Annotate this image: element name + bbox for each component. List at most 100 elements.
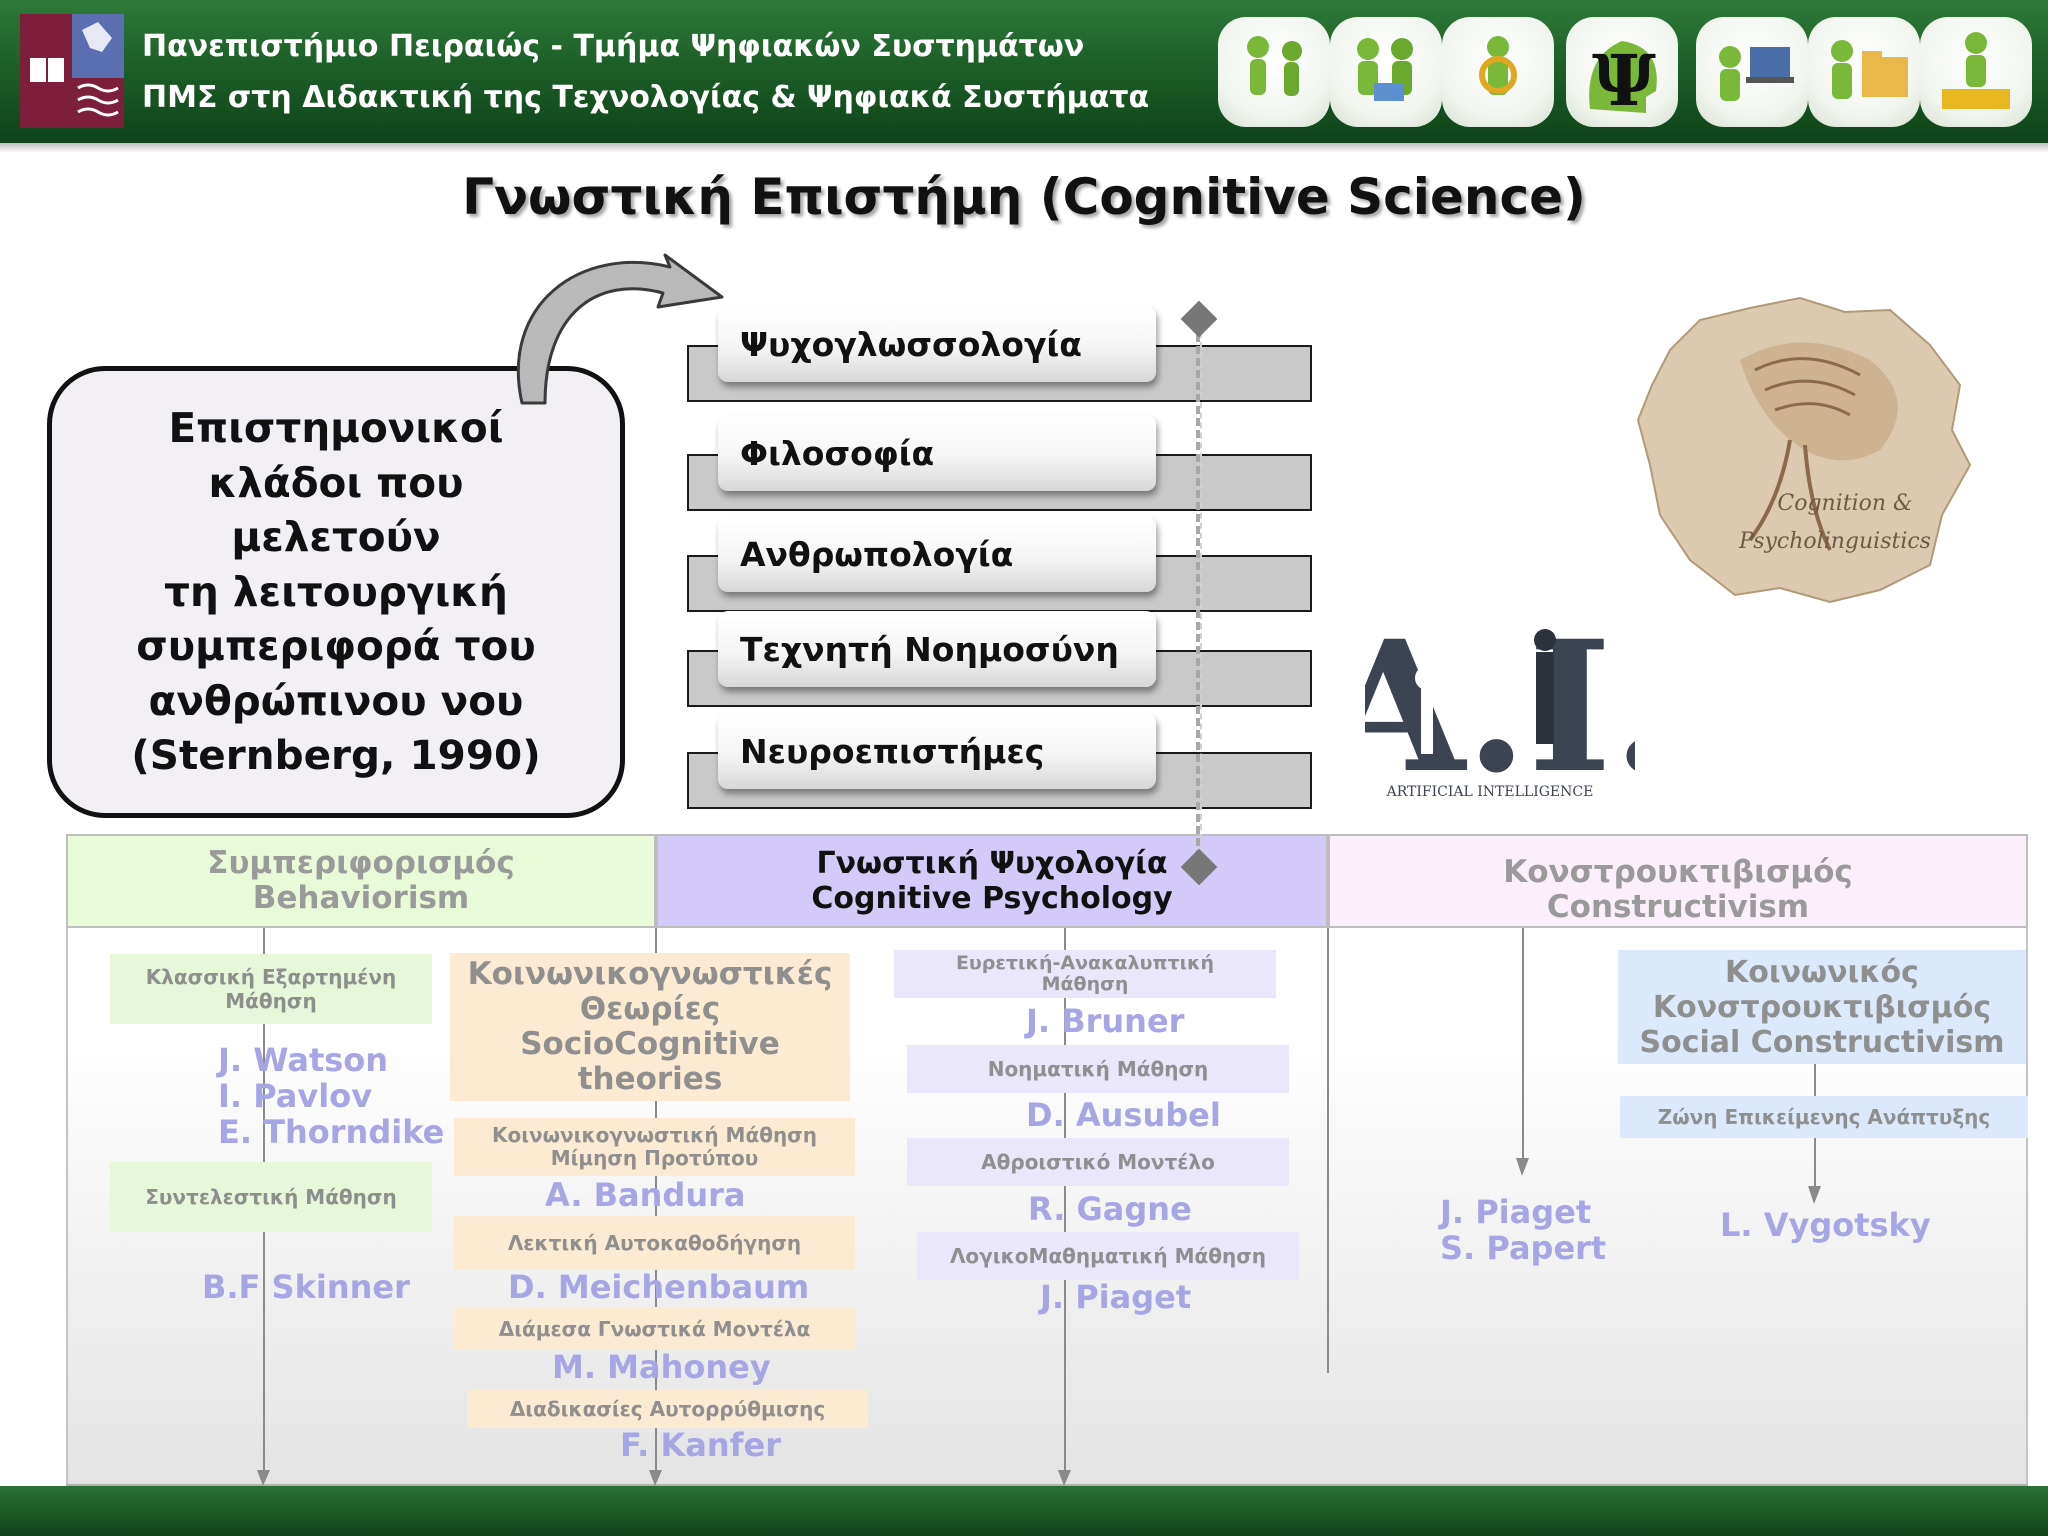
name-item: R. Gagne <box>1028 1190 1192 1228</box>
name-item: E. Thorndike <box>218 1113 445 1151</box>
slide-title: Γνωστική Επιστήμη (Cognitive Science) <box>462 168 1586 226</box>
name-item: S. Papert <box>1440 1229 1607 1267</box>
dashed-connector <box>1196 322 1202 870</box>
callout-line: (Sternberg, 1990) <box>131 731 541 780</box>
sociocognitive-theories-box: Κοινωνικογνωστικές Θεωρίες SocioCognitiv… <box>450 953 850 1101</box>
callout-line: κλάδοι που <box>208 458 464 507</box>
frame-left <box>66 928 68 1486</box>
box-line: Κοινωνικογνωστικές <box>467 956 833 992</box>
branch-label: Νευροεπιστήμες <box>740 732 1045 771</box>
name-item: J. Bruner <box>1026 1002 1185 1040</box>
box-line: Social Constructivism <box>1639 1024 2005 1060</box>
branch-label: Τεχνητή Νοημοσύνη <box>740 630 1119 669</box>
name-item: M. Mahoney <box>552 1348 771 1386</box>
name-item: D. Ausubel <box>1026 1096 1221 1134</box>
logico-mathematical-box: ΛογικοΜαθηματική Μάθηση <box>917 1232 1299 1280</box>
frame-right <box>2026 928 2028 1486</box>
box-line: SocioCognitive <box>520 1026 780 1062</box>
box-line: Κλασσική Εξαρτημένη <box>145 965 397 989</box>
name-item: A. Bandura <box>545 1176 746 1214</box>
ai-caption: ARTIFICIAL INTELLIGENCE <box>1386 784 1594 800</box>
branch-label: Ψυχογλωσσολογία <box>740 325 1082 364</box>
box-line: Ευρετική-Ανακαλυπτική <box>955 952 1215 974</box>
branch-psycholinguistics <box>718 306 1156 382</box>
column-constructivism: Κονστρουκτιβισμός Constructivism <box>1328 834 2028 928</box>
column-divider <box>1327 928 1329 1373</box>
header-tile-folder-icon <box>1808 17 1920 127</box>
branch-philosophy <box>718 415 1156 491</box>
operant-conditioning-box: Συντελεστική Μάθηση <box>110 1162 432 1232</box>
ai-logo: A.I. <box>1365 602 1635 810</box>
university-logo <box>20 14 124 128</box>
header-university: Πανεπιστήμιο Πειραιώς - Τμήμα Ψηφιακών Σ… <box>142 29 1085 64</box>
box-line: Ζώνη Επικείμενης Ανάπτυξης <box>1657 1105 1991 1129</box>
psi-glyph: Ψ <box>1592 39 1656 122</box>
callout-line: τη λειτουργική <box>164 567 508 616</box>
box-line: Μάθηση <box>1041 973 1129 995</box>
column-title-en: Constructivism <box>1546 889 1810 925</box>
name-item: B.F Skinner <box>202 1268 410 1306</box>
branch-artificial-intelligence <box>718 611 1156 687</box>
behaviorism-names: J. Watson I. Pavlov E. Thorndike <box>218 1042 444 1150</box>
callout-line: συμπεριφορά του <box>136 622 536 671</box>
column-cognitive-psychology: Γνωστική Ψυχολογία Cognitive Psychology <box>656 834 1328 928</box>
social-constructivism-box: Κοινωνικός Κονστρουκτιβισμός Social Cons… <box>1618 950 2026 1064</box>
header-shadow <box>0 143 2048 153</box>
box-line: ΛογικοΜαθηματική Μάθηση <box>949 1244 1267 1268</box>
box-line: Θεωρίες <box>579 991 721 1027</box>
callout-text: Επιστημονικοί κλάδοι που μελετούν τη λει… <box>131 401 540 783</box>
branch-label: Φιλοσοφία <box>740 434 935 473</box>
box-line: Συντελεστική Μάθηση <box>145 1185 397 1209</box>
branch-anthropology <box>718 516 1156 592</box>
header-program: ΠΜΣ στη Διδακτική της Τεχνολογίας & Ψηφι… <box>142 80 1150 115</box>
brain-caption: Psycholinguistics <box>1738 529 1931 554</box>
name-item: I. Pavlov <box>218 1077 373 1115</box>
cumulative-model-box: Αθροιστικό Μοντέλο <box>907 1138 1289 1186</box>
name-item: F. Kanfer <box>620 1426 782 1464</box>
verbal-self-instruction-box: Λεκτική Αυτοκαθοδήγηση <box>454 1216 855 1270</box>
header-tile-psi-icon: Ψ <box>1566 17 1678 127</box>
callout-line: ανθρώπινου νου <box>148 676 524 725</box>
column-title-en: Cognitive Psychology <box>811 881 1173 916</box>
constructivism-names: J. Piaget S. Papert <box>1440 1194 1606 1266</box>
header-tile-collaboration-icon <box>1330 17 1442 127</box>
box-line: Αθροιστικό Μοντέλο <box>981 1150 1215 1174</box>
column-title: Γνωστική Ψυχολογία <box>816 846 1168 881</box>
branch-label: Ανθρωπολογία <box>740 535 1014 574</box>
header-tile-figures-icon <box>1218 17 1330 127</box>
flow-line-constructivism <box>1522 928 1524 1162</box>
flow-line-sociocognitive <box>655 928 657 1476</box>
branch-neuroscience <box>718 713 1156 789</box>
name-item: J. Piaget <box>1040 1278 1192 1316</box>
box-line: Λεκτική Αυτοκαθοδήγηση <box>507 1231 802 1255</box>
name-item: J. Piaget <box>1440 1193 1592 1231</box>
box-line: Κοινωνικογνωστική Μάθηση <box>491 1123 817 1147</box>
box-line: Διαδικασίες Αυτορρύθμισης <box>509 1397 826 1421</box>
callout-line: μελετούν <box>231 513 441 562</box>
classical-conditioning-box: Κλασσική Εξαρτημένη Μάθηση <box>110 954 432 1024</box>
box-line: theories <box>577 1061 723 1097</box>
box-line: Νοηματική Μάθηση <box>987 1057 1209 1081</box>
curved-arrow <box>516 253 724 405</box>
name-item: L. Vygotsky <box>1720 1206 1931 1244</box>
mediating-cognitive-models-box: Διάμεσα Γνωστικά Μοντέλα <box>454 1307 855 1350</box>
brain-caption: Cognition & <box>1777 491 1912 516</box>
flow-line-cognitive <box>1064 928 1066 1476</box>
header-tile-puzzle-icon <box>1920 17 2032 127</box>
callout-line: Επιστημονικοί <box>168 404 504 453</box>
box-line: Μίμηση Προτύπου <box>550 1146 759 1170</box>
frame-bottom <box>66 1484 2028 1486</box>
footer-bar <box>0 1486 2048 1536</box>
self-regulation-box: Διαδικασίες Αυτορρύθμισης <box>467 1390 868 1428</box>
name-item: D. Meichenbaum <box>508 1268 810 1306</box>
definition-callout: Επιστημονικοί κλάδοι που μελετούν τη λει… <box>47 366 625 818</box>
column-title: Κονστρουκτιβισμός <box>1503 854 1853 890</box>
box-line: Κονστρουκτιβισμός <box>1652 989 1992 1025</box>
social-learning-box: Κοινωνικογνωστική Μάθηση Μίμηση Προτύπου <box>454 1118 855 1176</box>
column-title: Συμπεριφορισμός <box>207 845 515 881</box>
box-line: Μάθηση <box>225 989 317 1013</box>
header-tile-gear-icon <box>1442 17 1554 127</box>
column-behaviorism: Συμπεριφορισμός Behaviorism <box>66 834 656 928</box>
discovery-learning-box: Ευρετική-Ανακαλυπτική Μάθηση <box>894 950 1276 998</box>
